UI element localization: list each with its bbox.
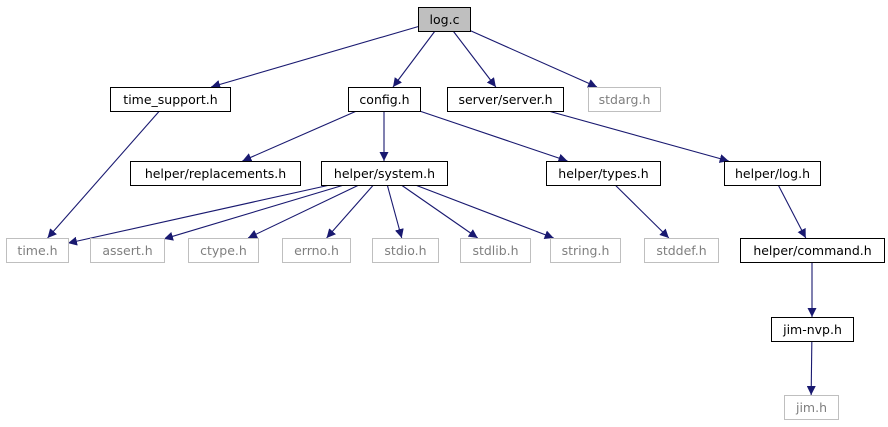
node-box (6, 238, 69, 263)
node-box (460, 238, 531, 263)
node-label: stdio.h (384, 243, 426, 258)
node-string_h: string.h (550, 238, 621, 263)
node-box (447, 87, 564, 112)
node-box (550, 238, 621, 263)
node-label: jim-nvp.h (782, 322, 842, 337)
nodes-layer: log.c time_support.h config.h server/server… (6, 7, 885, 420)
edge-helper_system_h-to-ctype_h (247, 184, 360, 239)
node-label: helper/log.h (735, 166, 810, 181)
node-box (784, 395, 839, 420)
node-helper_types_h[interactable]: helper/types.h (546, 161, 661, 186)
edge-time_support_h-to-time_h (47, 110, 160, 239)
node-stddef_h: stddef.h (644, 238, 719, 263)
node-time_support_h[interactable]: time_support.h (110, 87, 231, 112)
edge-server_server_h-to-helper_log_h (548, 110, 729, 163)
node-box (348, 87, 421, 112)
edge-log_c-to-stdarg_h (469, 30, 598, 88)
node-box (90, 238, 165, 263)
node-label: string.h (562, 243, 610, 258)
node-stdio_h: stdio.h (372, 238, 439, 263)
node-stdarg_h: stdarg.h (588, 87, 661, 112)
node-label: stdarg.h (599, 92, 651, 107)
node-jim_nvp_h[interactable]: jim-nvp.h (771, 317, 854, 342)
node-ctype_h: ctype.h (188, 238, 259, 263)
node-stdlib_h: stdlib.h (460, 238, 531, 263)
edge-helper_types_h-to-stddef_h (614, 184, 670, 239)
node-server_server_h[interactable]: server/server.h (447, 87, 564, 112)
node-log_c[interactable]: log.c (418, 7, 471, 32)
node-label: helper/types.h (558, 166, 648, 181)
node-label: jim.h (795, 400, 827, 415)
node-label: helper/replacements.h (145, 166, 286, 181)
node-label: config.h (359, 92, 409, 107)
edge-helper_log_h-to-helper_command_h (777, 184, 807, 239)
node-label: stddef.h (656, 243, 706, 258)
edge-helper_system_h-to-stdio_h (386, 184, 404, 239)
node-box (372, 238, 439, 263)
edge-config_h-to-helper_types_h (419, 110, 568, 163)
node-label: errno.h (294, 243, 339, 258)
edge-log_c-to-time_support_h (210, 26, 419, 89)
edge-log_c-to-server_server_h (452, 30, 497, 88)
edge-log_c-to-config_h (392, 30, 436, 88)
node-box (546, 161, 661, 186)
node-label: time.h (17, 243, 57, 258)
node-config_h[interactable]: config.h (348, 87, 421, 112)
node-box (588, 87, 661, 112)
node-jim_h: jim.h (784, 395, 839, 420)
node-assert_h: assert.h (90, 238, 165, 263)
node-box (110, 87, 231, 112)
edge-helper_system_h-to-string_h (415, 184, 554, 239)
edge-helper_system_h-to-errno_h (326, 184, 374, 239)
node-box (321, 161, 448, 186)
edge-jim_nvp_h-to-jim_h (806, 340, 816, 396)
node-helper_command_h[interactable]: helper/command.h (740, 238, 885, 263)
node-label: helper/command.h (753, 243, 871, 258)
node-label: time_support.h (123, 92, 217, 107)
edge-helper_system_h-to-assert_h (163, 184, 345, 241)
node-box (188, 238, 259, 263)
node-helper_system_h[interactable]: helper/system.h (321, 161, 448, 186)
node-label: stdlib.h (472, 243, 518, 258)
node-box (740, 238, 885, 263)
node-box (644, 238, 719, 263)
node-box (130, 161, 301, 186)
node-label: ctype.h (200, 243, 247, 258)
node-box (724, 161, 821, 186)
node-box (771, 317, 854, 342)
node-time_h: time.h (6, 238, 69, 263)
node-helper_replacements_h[interactable]: helper/replacements.h (130, 161, 301, 186)
edges-layer (47, 26, 817, 396)
node-label: helper/system.h (334, 166, 435, 181)
edge-helper_system_h-to-time_h (67, 184, 331, 246)
node-label: assert.h (102, 243, 152, 258)
node-errno_h: errno.h (282, 238, 351, 263)
edge-config_h-to-helper_replacements_h (242, 110, 357, 162)
node-label: server/server.h (458, 92, 552, 107)
node-helper_log_h[interactable]: helper/log.h (724, 161, 821, 186)
node-box (282, 238, 351, 263)
edge-helper_system_h-to-stdlib_h (400, 184, 479, 239)
node-label: log.c (430, 12, 460, 27)
node-box (418, 7, 471, 32)
